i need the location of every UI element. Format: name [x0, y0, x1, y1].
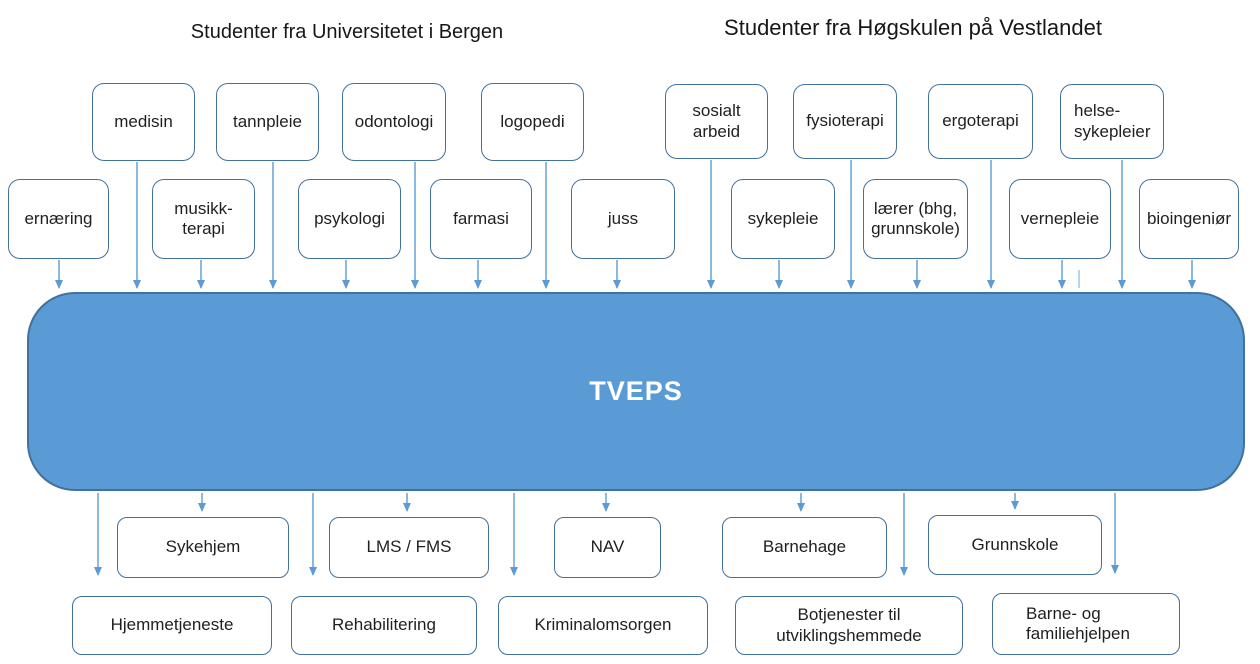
program-box-helse-sykepleier: helse- sykepleier — [1060, 84, 1164, 159]
tveps-box: TVEPS — [27, 292, 1245, 491]
tveps-label: TVEPS — [589, 376, 683, 406]
program-box-bioingenior: bioingeniør — [1139, 179, 1239, 259]
arena-box-sykehjem: Sykehjem — [117, 517, 289, 578]
arena-box-lms-fms: LMS / FMS — [329, 517, 489, 578]
program-box-sykepleie: sykepleie — [731, 179, 835, 259]
program-box-farmasi: farmasi — [430, 179, 532, 259]
hvl-title: Studenter fra Høgskulen på Vestlandet — [724, 15, 1102, 40]
program-box-odontologi: odontologi — [342, 83, 446, 161]
arena-box-grunnskole: Grunnskole — [928, 515, 1102, 575]
program-box-ernaering: ernæring — [8, 179, 109, 259]
arena-box-nav: NAV — [554, 517, 661, 578]
arena-box-hjemmetjeneste: Hjemmetjeneste — [72, 596, 272, 655]
program-box-fysioterapi: fysioterapi — [793, 84, 897, 159]
arena-box-rehabilitering: Rehabilitering — [291, 596, 477, 655]
program-box-ergoterapi: ergoterapi — [928, 84, 1033, 159]
uib-title: Studenter fra Universitetet i Bergen — [190, 21, 504, 43]
arena-box-barne-familiehjelpen: Barne- og familiehjelpen — [992, 593, 1180, 655]
program-box-tannpleie: tannpleie — [216, 83, 319, 161]
program-box-musikkterapi: musikk- terapi — [152, 179, 255, 259]
arena-box-barnehage: Barnehage — [722, 517, 887, 578]
program-box-vernepleie: vernepleie — [1009, 179, 1111, 259]
program-box-sosialt-arbeid: sosialt arbeid — [665, 84, 768, 159]
program-box-juss: juss — [571, 179, 675, 259]
arena-box-botjenester: Botjenester til utviklingshemmede — [735, 596, 963, 655]
program-box-laerer: lærer (bhg, grunnskole) — [863, 179, 968, 259]
program-box-medisin: medisin — [92, 83, 195, 161]
arena-box-kriminalomsorgen: Kriminalomsorgen — [498, 596, 708, 655]
program-box-logopedi: logopedi — [481, 83, 584, 161]
program-box-psykologi: psykologi — [298, 179, 401, 259]
